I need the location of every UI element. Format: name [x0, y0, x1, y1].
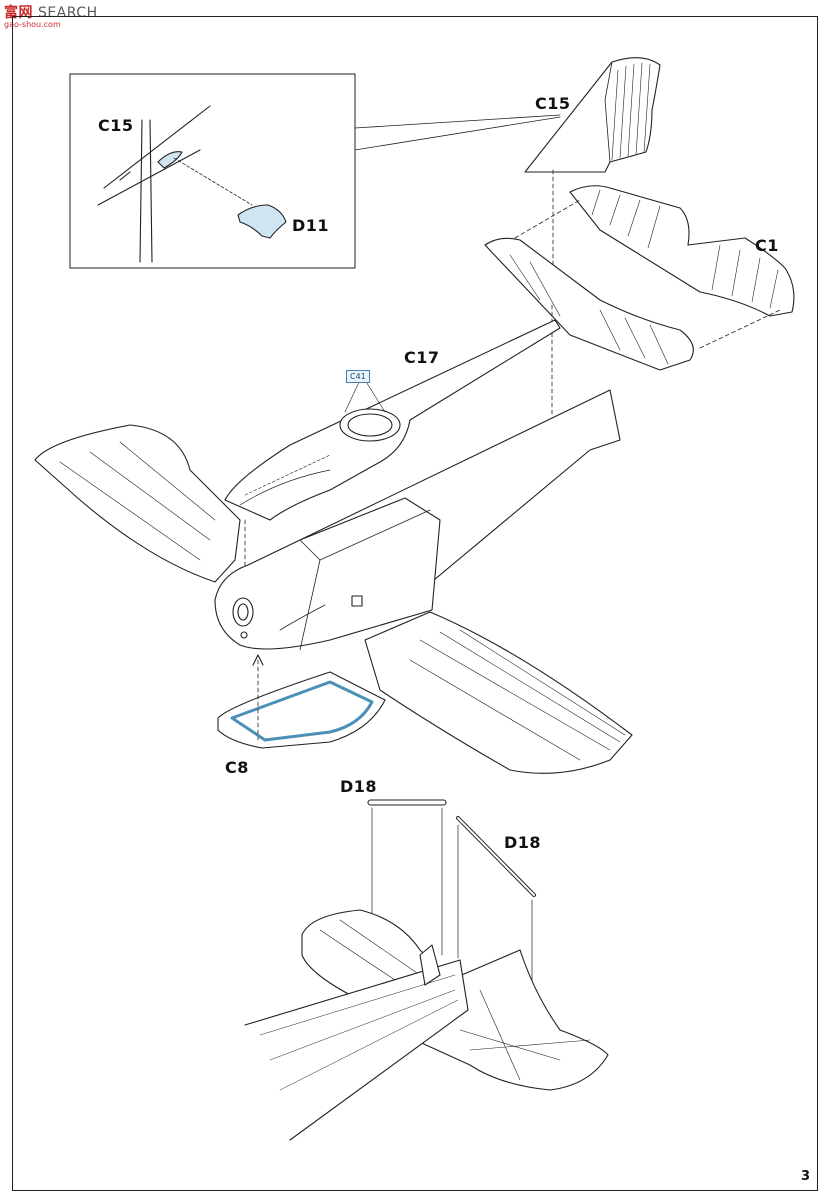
label-c15-inset: C15	[98, 116, 134, 135]
wing-right	[364, 611, 633, 774]
label-d11: D11	[292, 216, 330, 235]
page-number: 3	[800, 1169, 810, 1184]
watermark: 富网 SEARCH	[4, 5, 98, 21]
label-c41: C41	[346, 370, 370, 383]
part-d18-struts	[367, 799, 536, 1051]
label-c15: C15	[535, 94, 571, 113]
wing-left	[34, 424, 241, 583]
watermark-url: gao-shou.com	[4, 20, 61, 29]
label-c1: C1	[755, 236, 779, 255]
part-c8-floor	[217, 654, 386, 749]
fuselage-front	[214, 497, 441, 651]
inset-detail	[69, 73, 561, 269]
part-c1-tailplane	[514, 185, 795, 349]
label-d18-top: D18	[340, 777, 378, 796]
label-c8: C8	[225, 758, 249, 777]
tail-detail	[244, 909, 609, 1141]
label-d18-right: D18	[504, 833, 542, 852]
part-c17-decking	[224, 319, 561, 586]
label-c17: C17	[404, 348, 440, 367]
tailplane-lower	[484, 237, 694, 371]
page-frame	[12, 16, 818, 1191]
